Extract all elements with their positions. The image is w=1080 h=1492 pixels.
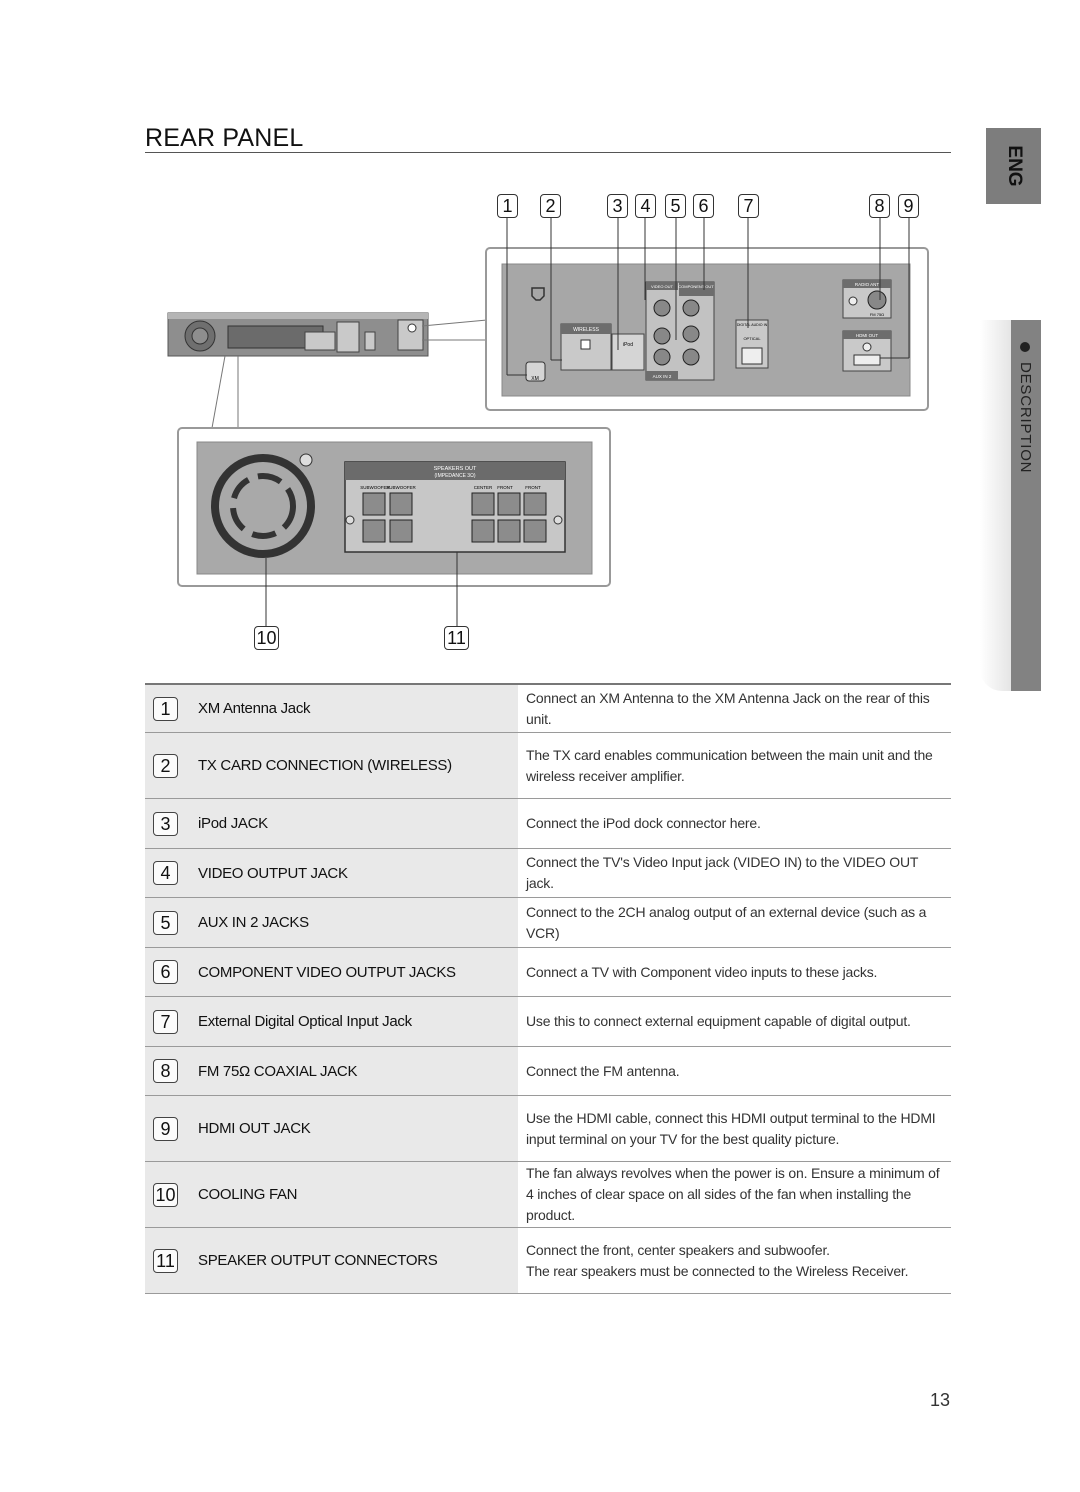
optical-label: OPTICAL [743, 336, 761, 341]
item-description: Connect the iPod dock connector here. [526, 815, 761, 831]
table-row: 10 COOLING FAN The fan always revolves wh… [145, 1162, 951, 1228]
bullet-icon [1020, 342, 1030, 352]
item-number: 4 [153, 861, 178, 885]
table-row: 8 FM 75Ω COAXIAL JACK Connect the FM ante… [145, 1047, 951, 1096]
callout-11: 11 [444, 626, 469, 650]
xm-label: XM [531, 376, 539, 382]
section-tab[interactable]: DESCRIPTION [980, 320, 1041, 691]
table-row: 6 COMPONENT VIDEO OUTPUT JACKS Connect a … [145, 948, 951, 997]
callout-1: 1 [497, 194, 518, 218]
item-description: Use this to connect external equipment c… [526, 1013, 911, 1029]
page-title: REAR PANEL [145, 124, 304, 152]
item-number: 6 [153, 960, 178, 984]
item-name: iPod JACK [198, 815, 268, 832]
table-row: 5 AUX IN 2 JACKS Connect to the 2CH analo… [145, 898, 951, 948]
impedance-label: (IMPEDANCE 3Ω) [435, 473, 476, 479]
item-number: 9 [153, 1116, 178, 1141]
item-name: HDMI OUT JACK [198, 1120, 311, 1137]
item-number: 10 [153, 1182, 178, 1207]
item-number: 8 [153, 1059, 178, 1083]
subwoofer-label: SUBWOOFER [360, 485, 390, 490]
table-row: 11 SPEAKER OUTPUT CONNECTORS Connect the … [145, 1228, 951, 1294]
item-description: Connect the FM antenna. [526, 1062, 680, 1079]
item-name: VIDEO OUTPUT JACK [198, 864, 348, 882]
fm-label: FM 75Ω [870, 312, 884, 317]
item-name: AUX IN 2 JACKS [198, 914, 309, 931]
rear-panel-diagram: XM WIRELESS iPod VIDEO OUT COMPONENT OUT… [167, 218, 929, 626]
radio-ant-label: RADIO ANT [855, 282, 880, 287]
item-description: The fan always revolves when the power i… [526, 1165, 940, 1223]
subwoofer-label-2: SUBWOOFER [386, 485, 416, 490]
description-table: 1 XM Antenna Jack Connect an XM Antenna t… [145, 683, 951, 1294]
language-tab-label: ENG [1003, 145, 1025, 187]
front-label-l: FRONT [525, 485, 541, 490]
callout-3: 3 [607, 194, 628, 218]
table-row: 4 VIDEO OUTPUT JACK Connect the TV's Vide… [145, 849, 951, 898]
callout-8: 8 [869, 194, 890, 218]
center-label: CENTER [474, 485, 493, 490]
section-tab-label: DESCRIPTION [1017, 362, 1034, 474]
table-row: 2 TX CARD CONNECTION (WIRELESS) The TX ca… [145, 733, 951, 799]
item-number: 2 [153, 753, 178, 778]
item-name: XM Antenna Jack [198, 700, 311, 717]
item-description: Connect a TV with Component video inputs… [526, 963, 878, 980]
digital-audio-in-label: DIGITAL AUDIO IN [737, 323, 768, 327]
section-tab-bar [1011, 320, 1041, 691]
item-description: Connect the TV's Video Input jack (VIDEO… [526, 854, 918, 891]
page-number: 13 [930, 1390, 951, 1410]
component-out-label: COMPONENT OUT [678, 284, 714, 289]
item-name: FM 75Ω COAXIAL JACK [198, 1062, 358, 1080]
aux-in-label: AUX IN 2 [653, 374, 672, 379]
callout-10: 10 [254, 626, 279, 650]
item-number: 1 [153, 696, 178, 721]
callout-4: 4 [635, 194, 656, 218]
item-number: 11 [153, 1248, 178, 1273]
item-name: COMPONENT VIDEO OUTPUT JACKS [198, 963, 456, 981]
ipod-label: iPod [623, 342, 633, 348]
callout-6: 6 [693, 194, 714, 218]
hdmi-out-label: HDMI OUT [856, 333, 878, 338]
unit-overview [167, 312, 429, 357]
item-number: 7 [153, 1009, 178, 1034]
item-number: 5 [153, 910, 178, 935]
wireless-label: WIRELESS [573, 327, 600, 333]
callout-7: 7 [738, 194, 759, 218]
item-name: External Digital Optical Input Jack [198, 1013, 412, 1030]
callout-9: 9 [898, 194, 919, 218]
item-name: SPEAKER OUTPUT CONNECTORS [198, 1252, 438, 1269]
front-label-r: FRONT [497, 485, 513, 490]
callout-5: 5 [665, 194, 686, 218]
speakers-out-label: SPEAKERS OUT [434, 466, 477, 472]
table-row: 7 External Digital Optical Input Jack Use… [145, 997, 951, 1047]
item-description: Use the HDMI cable, connect this HDMI ou… [526, 1109, 936, 1147]
item-description: The TX card enables communication betwee… [526, 746, 933, 784]
item-name: COOLING FAN [198, 1186, 298, 1203]
title-divider [145, 152, 951, 153]
item-name: TX CARD CONNECTION (WIRELESS) [198, 757, 452, 774]
language-tab[interactable]: ENG [986, 128, 1041, 204]
table-row: 1 XM Antenna Jack Connect an XM Antenna t… [145, 685, 951, 733]
item-description: Connect an XM Antenna to the XM Antenna … [526, 689, 930, 727]
item-description: Connect to the 2CH analog output of an e… [526, 903, 927, 941]
table-row: 9 HDMI OUT JACK Use the HDMI cable, conne… [145, 1096, 951, 1162]
video-out-label: VIDEO OUT [651, 284, 674, 289]
item-description: Connect the front, center speakers and s… [526, 1241, 909, 1279]
top-panel-zoom: XM WIRELESS iPod VIDEO OUT COMPONENT OUT… [485, 247, 929, 411]
bottom-panel-zoom: SPEAKERS OUT (IMPEDANCE 3Ω) SUBWOOFER SU… [177, 427, 611, 587]
item-number: 3 [153, 811, 178, 836]
callout-2: 2 [540, 194, 561, 218]
table-row: 3 iPod JACK Connect the iPod dock connect… [145, 799, 951, 849]
